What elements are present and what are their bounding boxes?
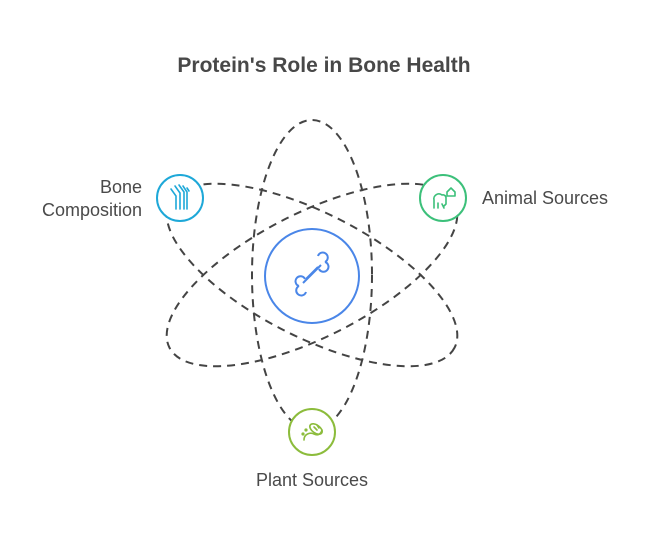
bone-icon xyxy=(294,251,330,297)
node-bone-composition xyxy=(156,174,204,222)
page-title: Protein's Role in Bone Health xyxy=(177,54,471,77)
joint-bones-icon xyxy=(170,184,190,210)
label-animal-sources: Animal Sources xyxy=(482,188,609,208)
label-line: Composition xyxy=(41,200,142,220)
label-bone-composition: Bone Composition xyxy=(42,176,142,222)
label-line: Bone xyxy=(99,177,142,197)
farm-animals-icon xyxy=(433,187,456,209)
center-node xyxy=(264,228,360,324)
soybean-icon xyxy=(301,423,323,441)
node-animal-sources xyxy=(419,174,467,222)
label-plant-sources: Plant Sources xyxy=(255,470,369,490)
orbit-vertical xyxy=(251,119,373,431)
node-plant-sources xyxy=(288,408,336,456)
